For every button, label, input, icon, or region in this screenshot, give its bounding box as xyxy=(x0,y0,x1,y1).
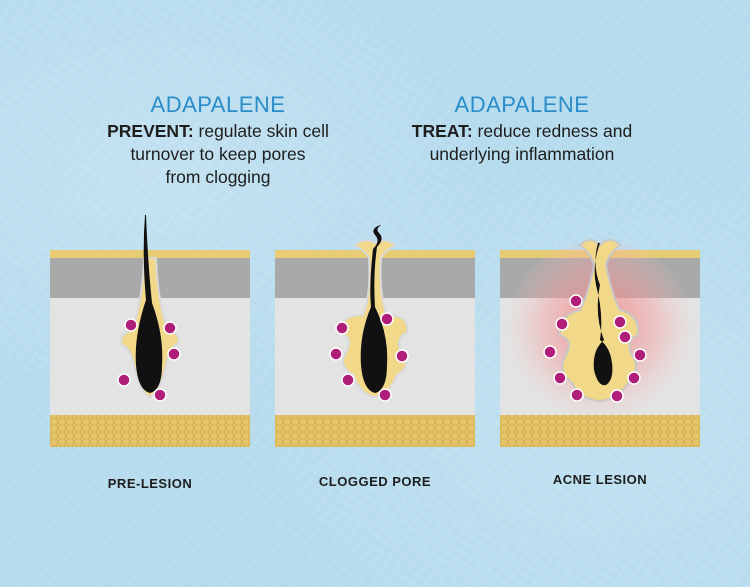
stage-label-acne-lesion: ACNE LESION xyxy=(552,472,648,487)
bacteria-dot xyxy=(167,347,181,361)
bacteria-dot xyxy=(117,373,131,387)
bacteria-dot xyxy=(380,312,394,326)
bacteria-dot xyxy=(618,330,632,344)
fat-layer xyxy=(50,415,250,447)
bacteria-dot xyxy=(613,315,627,329)
bacteria-dot xyxy=(341,373,355,387)
treat-lead: TREAT: xyxy=(411,121,473,141)
prevent-brand: ADAPALENE xyxy=(150,92,286,117)
prevent-line-2: turnover to keep pores xyxy=(130,144,306,164)
stage-label-pre-lesion: PRE-LESION xyxy=(107,476,193,491)
bacteria-dot xyxy=(569,294,583,308)
prevent-line-1: PREVENT: regulate skin cell xyxy=(68,120,368,143)
bacteria-dot xyxy=(610,389,624,403)
bacteria-dot xyxy=(153,388,167,402)
fat-layer xyxy=(275,415,475,447)
hair-shaft xyxy=(135,215,163,393)
pre-lesion-diagram xyxy=(50,215,250,447)
bacteria-dot xyxy=(378,388,392,402)
bacteria-dot xyxy=(395,349,409,363)
treat-brand: ADAPALENE xyxy=(454,92,590,117)
bacteria-dot xyxy=(335,321,349,335)
treat-heading: ADAPALENE TREAT: reduce redness and unde… xyxy=(372,90,672,166)
bacteria-dot xyxy=(555,317,569,331)
prevent-lead: PREVENT: xyxy=(107,121,194,141)
bacteria-dot xyxy=(633,348,647,362)
hair-shaft xyxy=(360,225,388,393)
treat-line-1-text: reduce redness and xyxy=(472,121,633,141)
prevent-line-1-text: regulate skin cell xyxy=(193,121,329,141)
skin-surface-layer xyxy=(50,250,250,258)
bacteria-dot xyxy=(124,318,138,332)
bacteria-dot xyxy=(627,371,641,385)
prevent-line-3: from clogging xyxy=(165,167,271,187)
bacteria-dot xyxy=(329,347,343,361)
treat-line-2: underlying inflammation xyxy=(429,144,615,164)
bacteria-dot xyxy=(553,371,567,385)
bacteria-dot xyxy=(163,321,177,335)
prevent-heading: ADAPALENE PREVENT: regulate skin cell tu… xyxy=(68,90,368,189)
clogged-pore-diagram xyxy=(275,225,475,447)
acne-lesion-diagram xyxy=(500,239,700,447)
bacteria-dot xyxy=(543,345,557,359)
hair-shaft xyxy=(593,243,613,386)
treat-line-1: TREAT: reduce redness and xyxy=(372,120,672,143)
bacteria-dot xyxy=(570,388,584,402)
stage-label-clogged-pore: CLOGGED PORE xyxy=(318,474,432,489)
